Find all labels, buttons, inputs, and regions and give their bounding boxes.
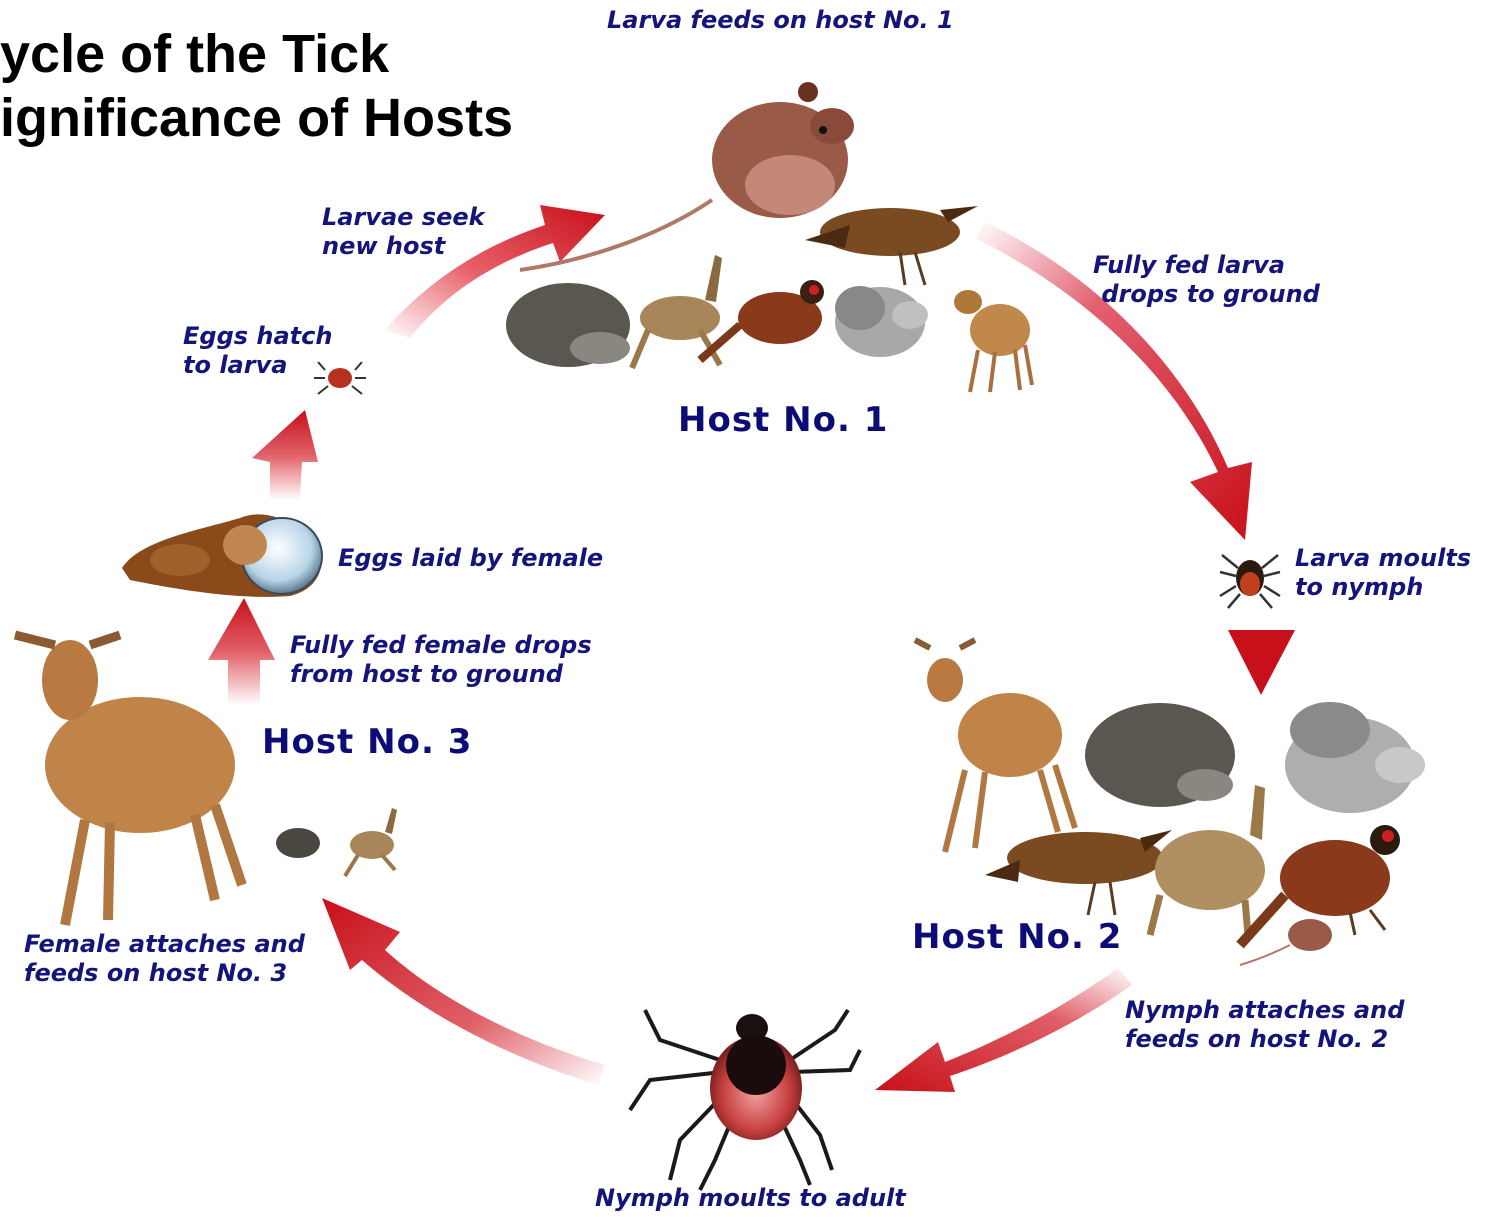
hedgehog-icon — [276, 828, 320, 858]
label-eggs-laid: Eggs laid by female — [338, 544, 603, 573]
arrow-eggs-hatch — [252, 410, 318, 500]
host1-animals — [506, 82, 1032, 392]
deer-icon — [954, 290, 1032, 392]
hedgehog-icon — [506, 283, 630, 367]
label-fully-fed-larva: Fully fed larva drops to ground — [1093, 251, 1320, 309]
squirrel-icon — [835, 286, 928, 357]
squirrel-icon — [1285, 702, 1425, 813]
deer-icon — [15, 635, 242, 925]
arrow-adult-to-host3 — [322, 898, 605, 1085]
label-larva-feeds: Larva feeds on host No. 1 — [607, 6, 954, 35]
hedgehog-icon — [1085, 703, 1235, 807]
label-nymph-moults: Nymph moults to adult — [595, 1184, 906, 1213]
label-larva-moults: Larva moults to nymph — [1295, 544, 1471, 602]
label-eggs-hatch: Eggs hatch to larva — [183, 322, 332, 380]
arrow-female-drops — [208, 598, 275, 705]
thrush-icon — [805, 206, 978, 285]
deer-icon — [915, 640, 1075, 852]
host-1-label: Host No. 1 — [678, 400, 888, 440]
nymph-tick-icon — [1220, 555, 1280, 608]
eggs-icon — [122, 514, 322, 597]
label-female-drops: Fully fed female drops from host to grou… — [290, 631, 592, 689]
label-nymph-attaches: Nymph attaches and feeds on host No. 2 — [1125, 996, 1404, 1054]
thrush-icon — [985, 830, 1172, 915]
adult-tick-icon — [630, 1010, 860, 1190]
label-female-attaches: Female attaches and feeds on host No. 3 — [24, 930, 305, 988]
host-3-label: Host No. 3 — [262, 722, 472, 762]
arrow-nymph-to-adult — [875, 968, 1132, 1092]
hare-icon — [345, 808, 397, 876]
hare-icon — [1150, 785, 1265, 935]
host-2-label: Host No. 2 — [912, 917, 1122, 957]
label-larvae-seek: Larvae seek new host — [322, 203, 485, 261]
arrow-to-nymph — [1228, 630, 1295, 695]
